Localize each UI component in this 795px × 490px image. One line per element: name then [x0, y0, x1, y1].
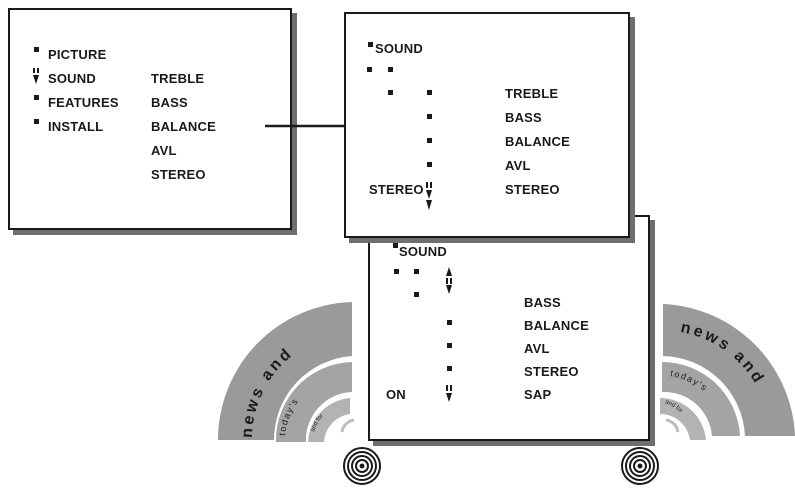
- bullet-icon: [368, 42, 373, 47]
- speaker-icon: [621, 447, 659, 485]
- sound-menu-panel: SOUND STEREO TREBLE BASS BALANCE AVL STE…: [344, 12, 630, 238]
- sound-item-balance[interactable]: BALANCE: [505, 134, 570, 149]
- submenu-item-stereo: STEREO: [151, 167, 206, 182]
- sound-item-stereo[interactable]: STEREO: [524, 364, 579, 379]
- bullet-icon: [393, 243, 398, 248]
- scroll-down-icon: [446, 385, 452, 402]
- bullet-icon: [34, 119, 39, 124]
- sound-item-sap[interactable]: SAP: [524, 387, 552, 402]
- bullet-icon: [388, 67, 393, 72]
- wave-band: [217, 302, 352, 440]
- sound-item-avl[interactable]: AVL: [524, 341, 550, 356]
- submenu-item-avl: AVL: [151, 143, 177, 158]
- sound-title: SOUND: [399, 244, 447, 259]
- sound-item-treble[interactable]: TREBLE: [505, 86, 559, 101]
- scroll-updown-icon: [446, 267, 452, 294]
- scroll-down-icon: [426, 182, 432, 210]
- submenu-item-bass: BASS: [151, 95, 188, 110]
- bullet-icon: [427, 114, 432, 119]
- value-on: ON: [386, 387, 406, 402]
- bullet-icon: [427, 162, 432, 167]
- sound-item-bass[interactable]: BASS: [505, 110, 542, 125]
- value-stereo: STEREO: [369, 182, 424, 197]
- bullet-icon: [34, 47, 39, 52]
- wave-band: [663, 304, 795, 436]
- sound-item-avl[interactable]: AVL: [505, 158, 531, 173]
- bullet-icon: [414, 269, 419, 274]
- sound-menu-scrolled-panel: SOUND ON BASS BALANCE AVL STEREO SAP: [368, 215, 650, 441]
- submenu-item-balance: BALANCE: [151, 119, 216, 134]
- bullet-icon: [394, 269, 399, 274]
- submenu-item-treble: TREBLE: [151, 71, 205, 86]
- wave-band: [275, 362, 352, 442]
- wave-band: [308, 398, 350, 442]
- speaker-icon: [343, 447, 381, 485]
- sound-item-stereo[interactable]: STEREO: [505, 182, 560, 197]
- sound-title: SOUND: [375, 41, 423, 56]
- main-menu-panel: PICTURE SOUND FEATURES INSTALL TREBLE BA…: [8, 8, 292, 230]
- sound-item-bass[interactable]: BASS: [524, 295, 561, 310]
- menu-item-sound[interactable]: SOUND: [48, 71, 96, 86]
- scroll-down-icon: [33, 68, 39, 84]
- bullet-icon: [388, 90, 393, 95]
- bullet-icon: [447, 343, 452, 348]
- menu-item-picture[interactable]: PICTURE: [48, 47, 107, 62]
- bullet-icon: [367, 67, 372, 72]
- bullet-icon: [427, 90, 432, 95]
- menu-item-install[interactable]: INSTALL: [48, 119, 104, 134]
- menu-item-features[interactable]: FEATURES: [48, 95, 119, 110]
- bullet-icon: [447, 320, 452, 325]
- bullet-icon: [427, 138, 432, 143]
- wave-band: [660, 397, 706, 440]
- bullet-icon: [34, 95, 39, 100]
- bullet-icon: [447, 366, 452, 371]
- sound-item-balance[interactable]: BALANCE: [524, 318, 589, 333]
- wave-band: [662, 361, 740, 436]
- bullet-icon: [414, 292, 419, 297]
